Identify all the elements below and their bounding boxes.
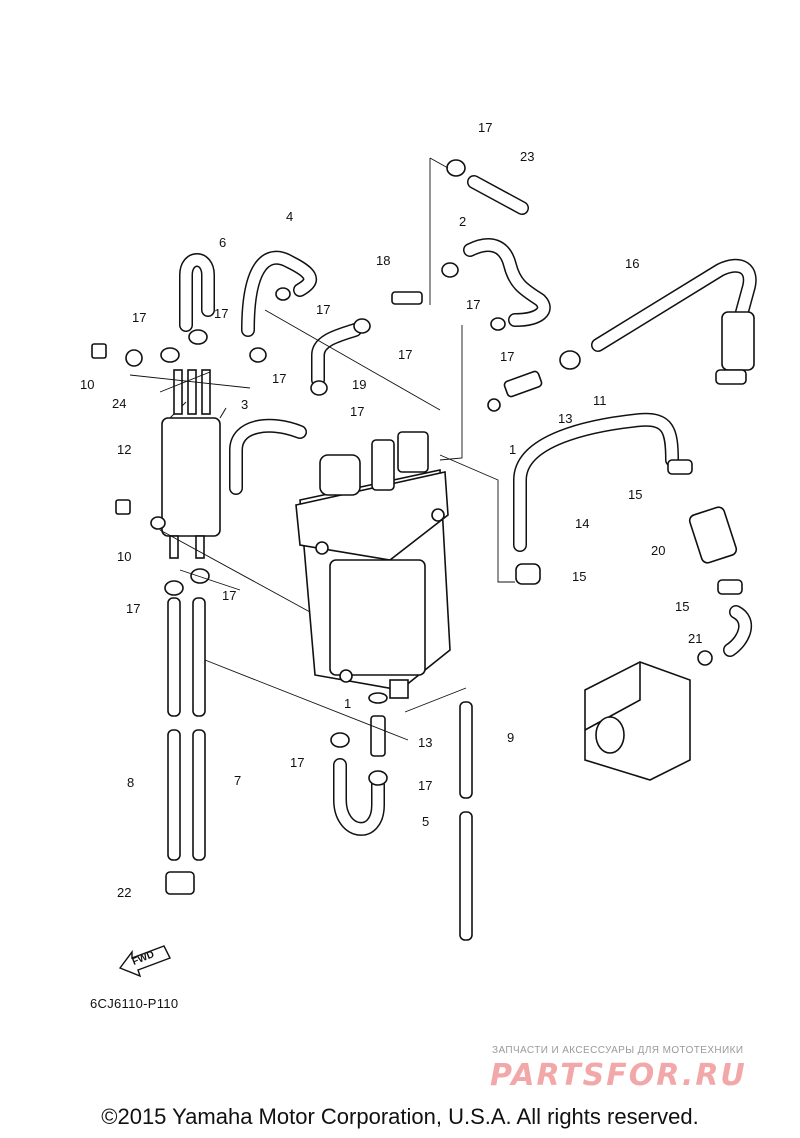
copyright-text: ©2015 Yamaha Motor Corporation, U.S.A. A… [101, 1104, 699, 1129]
callout-8: 8 [127, 775, 135, 790]
callout-13: 13 [558, 411, 573, 426]
callout-9: 9 [507, 730, 515, 745]
hose-23 [467, 175, 529, 215]
hose-14 [513, 412, 679, 552]
callout-17: 17 [290, 755, 305, 770]
callout-21: 21 [688, 631, 703, 646]
callout-17: 17 [418, 778, 433, 793]
callout-6: 6 [219, 235, 227, 250]
callout-15: 15 [675, 599, 690, 614]
callout-10: 10 [117, 549, 132, 564]
filter-20 [688, 506, 738, 564]
vapor-separator-tank [295, 431, 451, 699]
hose-9 [459, 701, 473, 941]
filter-12 [161, 369, 227, 559]
callout-20: 20 [651, 543, 666, 558]
hose-7 [192, 597, 206, 861]
callout-1: 1 [509, 442, 517, 457]
callout-24: 24 [112, 396, 127, 411]
callout-17: 17 [350, 404, 365, 419]
callout-16: 16 [625, 256, 640, 271]
callout-3: 3 [241, 397, 249, 412]
hose-5 [333, 758, 385, 836]
callout-10: 10 [80, 377, 95, 392]
callout-7: 7 [234, 773, 242, 788]
callout-17: 17 [478, 120, 493, 135]
callout-18: 18 [376, 253, 391, 268]
fuel-pump [584, 650, 713, 781]
watermark-brand: PARTSFOR.RU [490, 1058, 747, 1093]
callout-22: 22 [117, 885, 132, 900]
callout-17: 17 [214, 306, 229, 321]
callout-1: 1 [344, 696, 352, 711]
diagram-code: 6CJ6110-P110 [90, 996, 179, 1011]
clamps-17 [160, 159, 506, 786]
callout-19: 19 [352, 377, 367, 392]
callout-11: 11 [593, 393, 607, 408]
callout-14: 14 [575, 516, 590, 531]
callout-17: 17 [222, 588, 237, 603]
leader-lines [129, 157, 515, 741]
callout-13: 13 [418, 735, 433, 750]
callout-17: 17 [132, 310, 147, 325]
callout-5: 5 [422, 814, 430, 829]
hose-2 [463, 238, 551, 327]
callout-17: 17 [466, 297, 481, 312]
callout-17: 17 [126, 601, 141, 616]
hose-3 [229, 418, 307, 495]
callout-4: 4 [286, 209, 294, 224]
callout-17: 17 [500, 349, 515, 364]
callout-17: 17 [316, 302, 331, 317]
hose-4 [241, 250, 317, 337]
hose-21 [723, 605, 753, 657]
callout-17: 17 [272, 371, 287, 386]
callout-17: 17 [398, 347, 413, 362]
hose-19 [311, 323, 362, 387]
callout-12: 12 [117, 442, 132, 457]
callout-2: 2 [459, 214, 467, 229]
callout-15: 15 [628, 487, 643, 502]
hose-16 [591, 258, 757, 385]
hose-6 [179, 253, 215, 332]
callout-23: 23 [520, 149, 535, 164]
watermark-subtitle: ЗАПЧАСТИ И АКСЕССУАРЫ ДЛЯ МОТОТЕХНИКИ [492, 1045, 744, 1056]
callout-15: 15 [572, 569, 587, 584]
fittings [91, 291, 743, 895]
forward-arrow-icon [118, 945, 171, 978]
hose-8 [167, 597, 181, 861]
